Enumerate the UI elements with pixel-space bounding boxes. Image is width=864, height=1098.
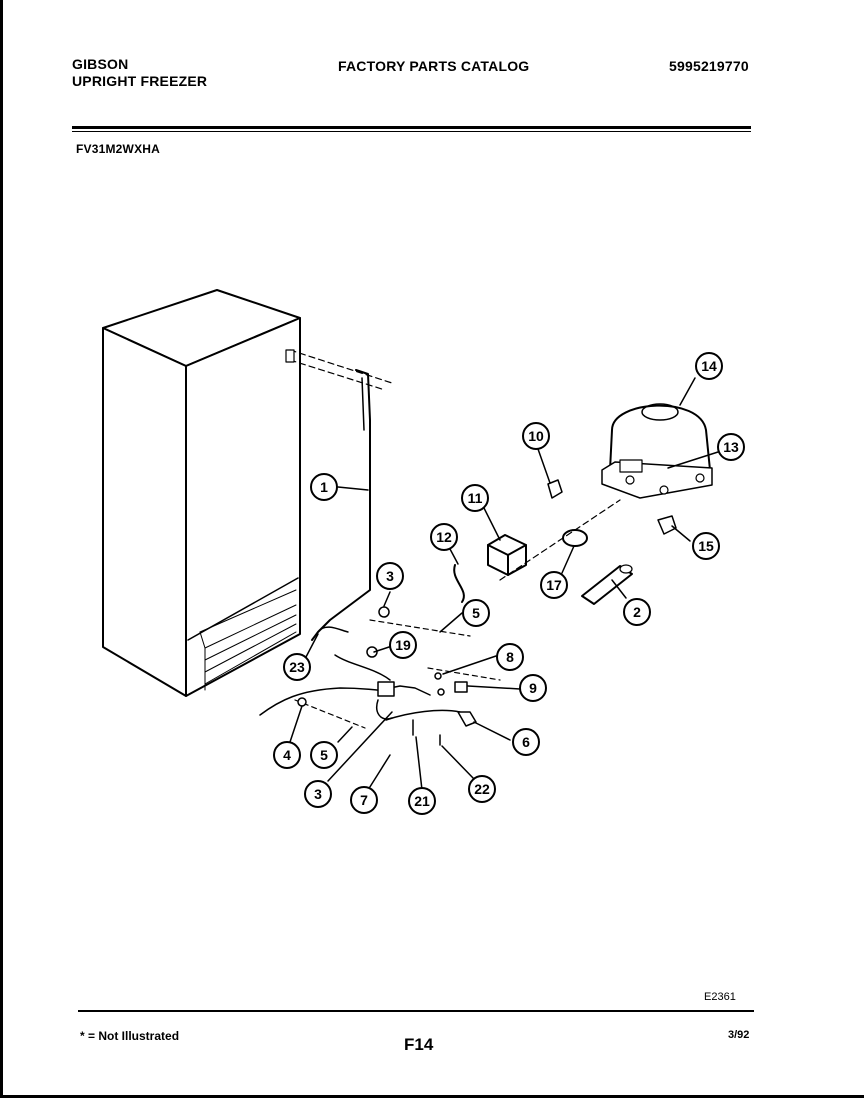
callout-circle xyxy=(408,787,436,815)
callout-circle xyxy=(283,653,311,681)
callout-label: 1 xyxy=(320,479,328,495)
part-number: 5995219770 xyxy=(669,58,749,74)
callout-circle xyxy=(430,523,458,551)
callout-label: 10 xyxy=(528,428,544,444)
footer-rule xyxy=(78,1010,754,1012)
callout-10: 10 xyxy=(522,422,550,450)
callout-3: 3 xyxy=(304,780,332,808)
callout-circle xyxy=(389,631,417,659)
callout-circle xyxy=(540,571,568,599)
callout-8: 8 xyxy=(496,643,524,671)
page-number: F14 xyxy=(404,1035,434,1054)
callout-22: 22 xyxy=(468,775,496,803)
grommet xyxy=(657,515,677,535)
callout-5: 5 xyxy=(462,599,490,627)
callout-circle xyxy=(304,780,332,808)
callout-label: 5 xyxy=(472,605,480,621)
callout-circle xyxy=(692,532,720,560)
callout-label: 17 xyxy=(546,577,562,593)
callout-23: 23 xyxy=(283,653,311,681)
callout-label: 19 xyxy=(395,637,411,653)
revision-date: 3/92 xyxy=(728,1029,750,1041)
header-rule-thick xyxy=(72,126,751,129)
not-illustrated-note: * = Not Illustrated xyxy=(80,1029,180,1043)
model-number: FV31M2WXHA xyxy=(76,142,161,156)
callout-4: 4 xyxy=(273,741,301,769)
header-rule-thin xyxy=(72,131,751,132)
callout-label: 8 xyxy=(506,649,514,665)
callout-3: 3 xyxy=(376,562,404,590)
callout-circle xyxy=(310,473,338,501)
callout-label: 3 xyxy=(386,568,394,584)
callout-1: 1 xyxy=(310,473,338,501)
callout-circle xyxy=(376,562,404,590)
callout-circle xyxy=(623,598,651,626)
drawing-code: E2361 xyxy=(704,991,736,1003)
compressor xyxy=(601,403,713,499)
callout-label: 6 xyxy=(522,734,530,750)
callout-circle xyxy=(717,433,745,461)
relay-wire xyxy=(453,564,465,603)
callout-label: 5 xyxy=(320,747,328,763)
catalog-title: FACTORY PARTS CATALOG xyxy=(338,58,530,74)
callout-label: 12 xyxy=(436,529,452,545)
callout-circle xyxy=(462,599,490,627)
callout-label: 13 xyxy=(723,439,739,455)
callout-label: 14 xyxy=(701,358,717,374)
callout-5: 5 xyxy=(310,741,338,769)
callout-17: 17 xyxy=(540,571,568,599)
callout-label: 7 xyxy=(360,792,368,808)
brand-name: GIBSON xyxy=(72,56,129,72)
callout-label: 23 xyxy=(289,659,305,675)
callout-circle xyxy=(461,484,489,512)
start-relay xyxy=(487,534,527,576)
callout-circle xyxy=(512,728,540,756)
callout-label: 4 xyxy=(283,747,291,763)
overload-protector xyxy=(562,529,588,547)
callout-circle xyxy=(519,674,547,702)
callout-21: 21 xyxy=(408,787,436,815)
callout-circle xyxy=(496,643,524,671)
callout-6: 6 xyxy=(512,728,540,756)
callout-14: 14 xyxy=(695,352,723,380)
product-type: UPRIGHT FREEZER xyxy=(72,73,208,89)
callout-label: 9 xyxy=(529,680,537,696)
callout-circle xyxy=(522,422,550,450)
callout-label: 22 xyxy=(474,781,490,797)
callout-circle xyxy=(273,741,301,769)
callout-label: 15 xyxy=(698,538,714,554)
run-capacitor xyxy=(581,564,633,605)
condenser-tube xyxy=(285,349,393,641)
callout-2: 2 xyxy=(623,598,651,626)
relay-clip xyxy=(547,479,563,499)
callout-15: 15 xyxy=(692,532,720,560)
callout-circle xyxy=(350,786,378,814)
callout-12: 12 xyxy=(430,523,458,551)
callout-label: 11 xyxy=(468,490,483,506)
callout-19: 19 xyxy=(389,631,417,659)
brand-block: GIBSON UPRIGHT FREEZER xyxy=(72,56,207,90)
callout-7: 7 xyxy=(350,786,378,814)
callout-circle xyxy=(468,775,496,803)
callout-label: 21 xyxy=(414,793,430,809)
callout-13: 13 xyxy=(717,433,745,461)
freezer-cabinet xyxy=(102,289,301,697)
callout-11: 11 xyxy=(461,484,489,512)
callout-circle xyxy=(695,352,723,380)
callout-label: 3 xyxy=(314,786,322,802)
leader-lines xyxy=(289,377,719,791)
callout-9: 9 xyxy=(519,674,547,702)
wiring-harness xyxy=(259,606,501,746)
callout-label: 2 xyxy=(633,604,641,620)
callout-circle xyxy=(310,741,338,769)
